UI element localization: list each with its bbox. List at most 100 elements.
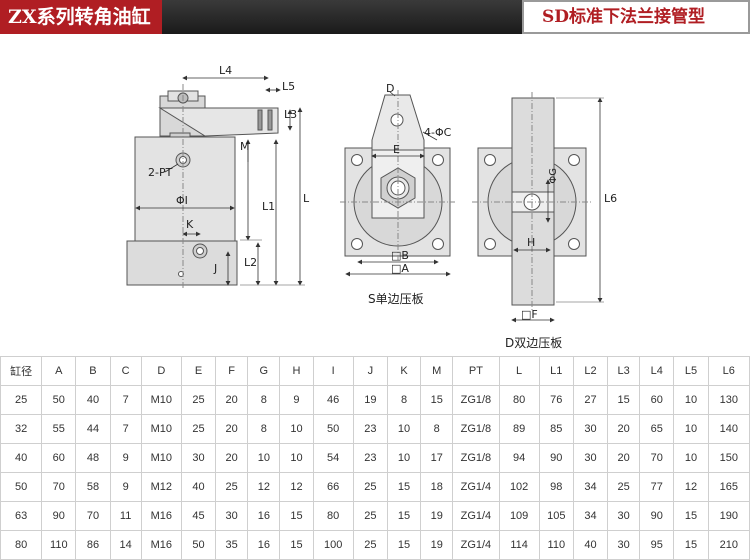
table-cell: 7 xyxy=(109,414,142,444)
side-view xyxy=(126,84,279,290)
table-cell: 50 xyxy=(180,530,217,560)
table-cell: 20 xyxy=(215,414,249,444)
table-cell: 10 xyxy=(386,414,422,444)
table-cell: 30 xyxy=(607,530,641,560)
table-cell: 15 xyxy=(279,501,314,531)
table-cell: 210 xyxy=(707,530,750,560)
table-cell: 15 xyxy=(420,385,454,415)
table-cell: 140 xyxy=(707,414,750,444)
dim-label-j: J xyxy=(214,262,218,275)
table-cell: 23 xyxy=(352,414,388,444)
table-header-cell: E xyxy=(180,356,217,386)
table-header-cell: D xyxy=(140,356,182,386)
dim-label-d: D xyxy=(386,82,395,95)
table-cell: 50 xyxy=(41,385,77,415)
table-cell: 34 xyxy=(572,501,609,531)
dim-label-g: ΦG xyxy=(548,168,559,184)
table-cell: 80 xyxy=(0,530,43,560)
table-cell: 89 xyxy=(498,414,540,444)
table-cell: 65 xyxy=(639,414,675,444)
double-dimensions xyxy=(511,97,604,323)
dim-label-l4: L4 xyxy=(219,64,233,77)
table-cell: 77 xyxy=(639,472,675,502)
table-cell: 130 xyxy=(707,385,750,415)
table-cell: 85 xyxy=(538,414,574,444)
table-cell: M10 xyxy=(140,443,182,473)
table-header-cell: A xyxy=(41,356,77,386)
table-cell: 90 xyxy=(538,443,574,473)
dim-label-b: □B xyxy=(391,249,409,262)
table-cell: 94 xyxy=(498,443,540,473)
table-header-cell: L5 xyxy=(673,356,709,386)
dim-label-l1: L1 xyxy=(262,200,276,213)
table-cell: 25 xyxy=(0,385,43,415)
table-cell: 54 xyxy=(312,443,354,473)
table-cell: 15 xyxy=(673,530,709,560)
dim-label-e: E xyxy=(393,143,400,156)
table-cell: 10 xyxy=(673,414,709,444)
header-divider-bar xyxy=(162,0,522,34)
model-title: SD标准下法兰接管型 xyxy=(522,0,750,34)
table-cell: 95 xyxy=(639,530,675,560)
table-cell: M10 xyxy=(140,414,182,444)
table-cell: 34 xyxy=(572,472,609,502)
table-cell: 50 xyxy=(312,414,354,444)
table-cell: 8 xyxy=(247,414,281,444)
dim-label-i: ΦI xyxy=(176,194,188,207)
table-cell: 150 xyxy=(707,443,750,473)
table-cell: ZG1/4 xyxy=(452,530,500,560)
table-cell: 110 xyxy=(41,530,77,560)
double-view xyxy=(472,92,592,310)
dim-label-m: M xyxy=(240,140,250,153)
table-cell: 15 xyxy=(386,530,422,560)
table-cell: 110 xyxy=(538,530,574,560)
dim-label-f: □F xyxy=(521,308,538,321)
table-header-cell: L xyxy=(498,356,540,386)
table-cell: ZG1/8 xyxy=(452,414,500,444)
table-cell: 105 xyxy=(538,501,574,531)
table-cell: 23 xyxy=(352,443,388,473)
table-cell: ZG1/4 xyxy=(452,501,500,531)
table-cell: 30 xyxy=(607,501,641,531)
dim-label-h: H xyxy=(527,236,536,249)
table-cell: 63 xyxy=(0,501,43,531)
table-cell: 20 xyxy=(607,443,641,473)
table-cell: 100 xyxy=(312,530,354,560)
table-cell: 10 xyxy=(673,385,709,415)
dim-label-pt: 2-PT xyxy=(148,166,173,179)
table-cell: 25 xyxy=(607,472,641,502)
table-header-cell: L6 xyxy=(707,356,750,386)
flange-caption: S单边压板 xyxy=(368,292,424,306)
table-cell: 165 xyxy=(707,472,750,502)
table-header-cell: K xyxy=(386,356,422,386)
table-cell: 30 xyxy=(572,414,609,444)
table-cell: 46 xyxy=(312,385,354,415)
table-cell: 25 xyxy=(180,414,217,444)
header-band: ZX系列转角油缸 SD标准下法兰接管型 xyxy=(0,0,750,36)
table-cell: 25 xyxy=(352,501,388,531)
dim-label-l6: L6 xyxy=(604,192,618,205)
table-cell: 86 xyxy=(75,530,111,560)
table-cell: 7 xyxy=(109,385,142,415)
table-header-cell: G xyxy=(247,356,281,386)
table-cell: M16 xyxy=(140,530,182,560)
table-cell: 27 xyxy=(572,385,609,415)
table-cell: 40 xyxy=(572,530,609,560)
table-cell: 35 xyxy=(215,530,249,560)
table-cell: 15 xyxy=(607,385,641,415)
table-cell: 109 xyxy=(498,501,540,531)
table-cell: 18 xyxy=(420,472,454,502)
table-cell: ZG1/8 xyxy=(452,443,500,473)
table-cell: 16 xyxy=(247,501,281,531)
table-cell: 9 xyxy=(109,472,142,502)
table-header-cell: J xyxy=(352,356,388,386)
table-cell: 190 xyxy=(707,501,750,531)
table-cell: 70 xyxy=(41,472,77,502)
table-cell: 8 xyxy=(386,385,422,415)
table-cell: 30 xyxy=(180,443,217,473)
table-cell: 15 xyxy=(386,472,422,502)
table-cell: 9 xyxy=(279,385,314,415)
side-dimensions xyxy=(135,75,305,286)
